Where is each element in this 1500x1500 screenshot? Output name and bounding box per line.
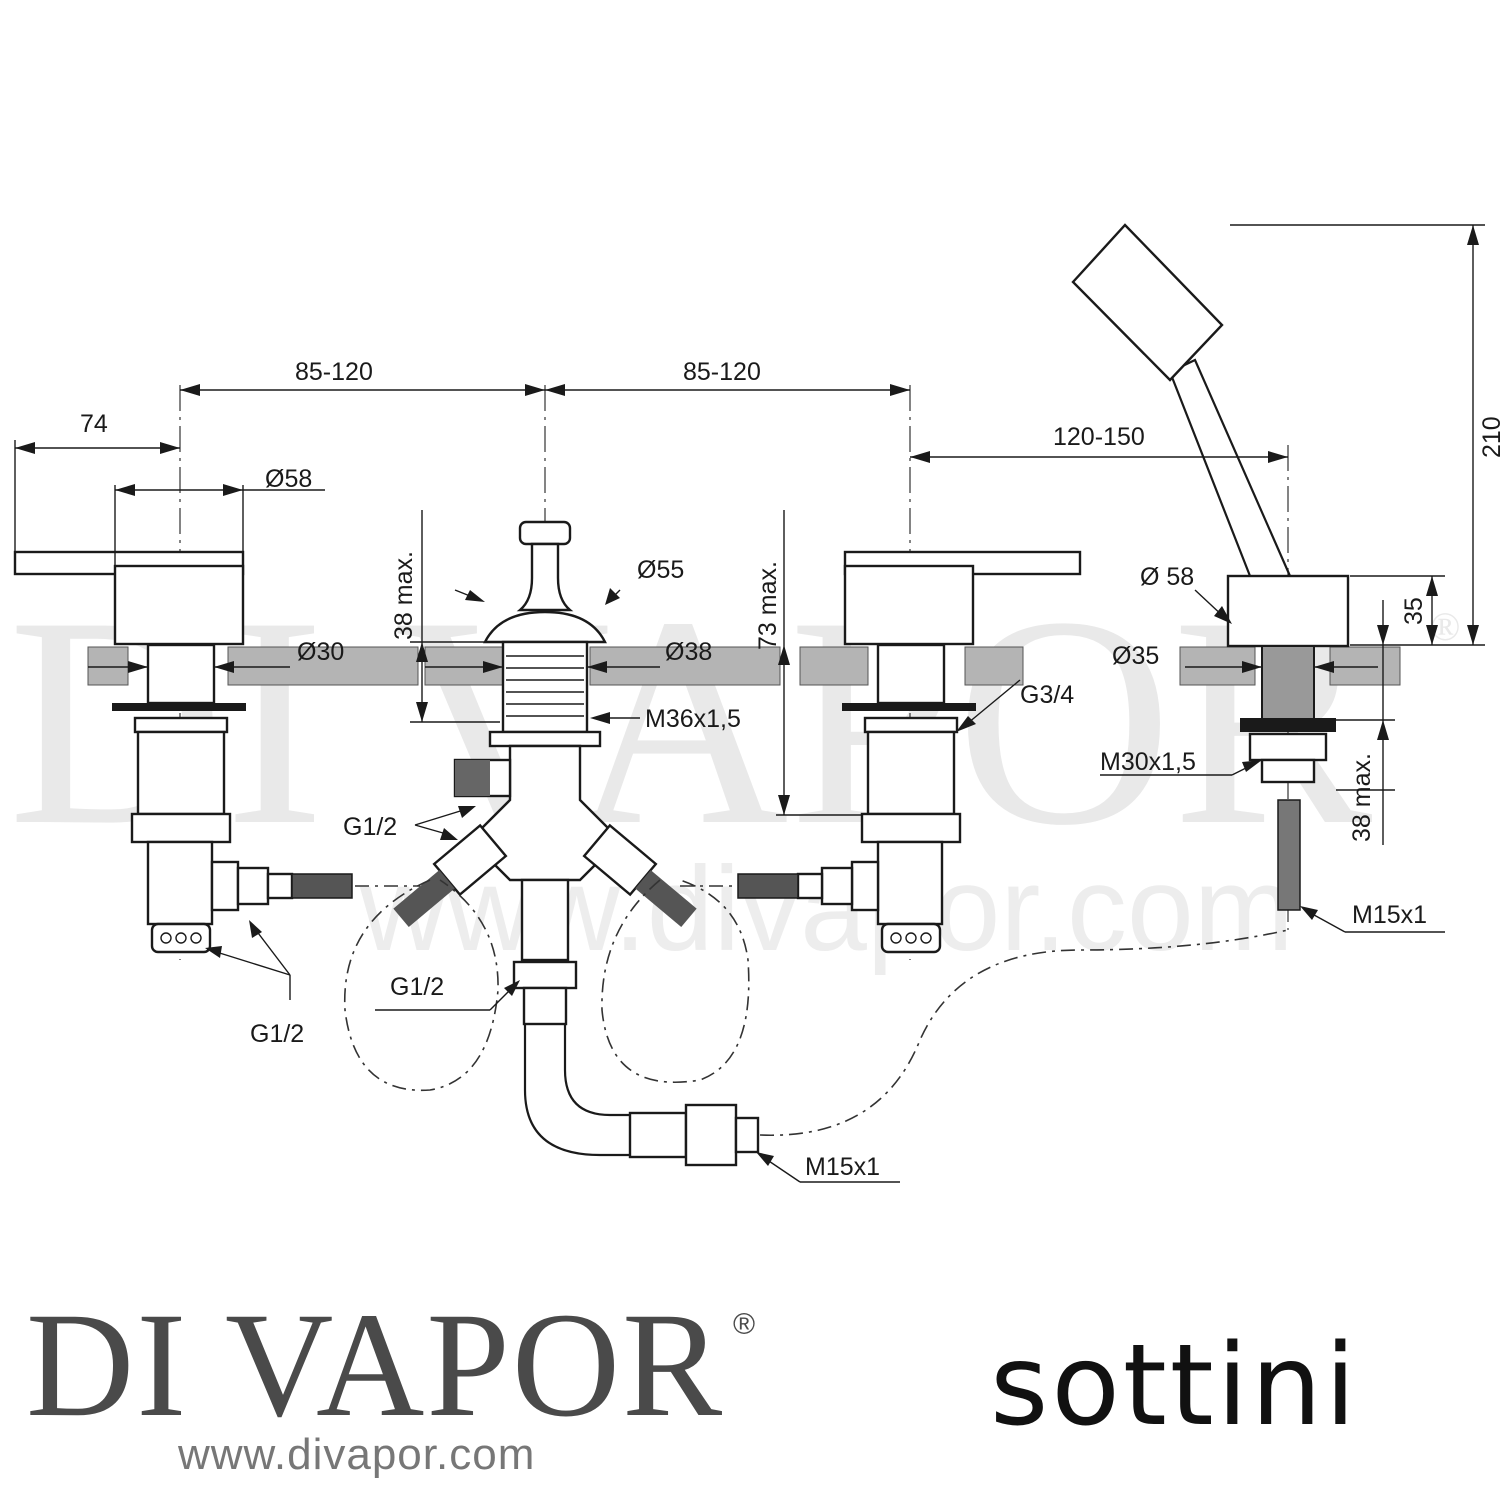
dim-m15-a: M15x1 xyxy=(1352,901,1427,929)
dim-35: 35 xyxy=(1400,597,1428,625)
right-valve xyxy=(737,550,1082,954)
dim-g12-a: G1/2 xyxy=(343,813,397,841)
left-valve xyxy=(13,550,353,954)
dim-m15-b: M15x1 xyxy=(805,1153,880,1181)
dim-m36: M36x1,5 xyxy=(645,705,741,733)
dim-38max-left: 38 max. xyxy=(390,551,418,640)
dim-m30: M30x1,5 xyxy=(1100,748,1196,776)
dim-dia58-right: Ø 58 xyxy=(1140,563,1194,591)
website-url[interactable]: www.divapor.com xyxy=(178,1430,536,1479)
dim-85-120-left: 85-120 xyxy=(295,358,373,386)
dim-g12-b: G1/2 xyxy=(390,973,444,1001)
dim-73max: 73 max. xyxy=(754,561,782,650)
sottini-logo: sottini xyxy=(990,1321,1359,1451)
hoses xyxy=(343,879,1289,1136)
deck-surface xyxy=(87,646,1401,686)
logo-registered-mark: ® xyxy=(733,1308,756,1341)
dimension-labels: 74 85-120 85-120 120-150 210 Ø58 Ø30 Ø55… xyxy=(80,358,1500,1181)
dim-dia58-left: Ø58 xyxy=(265,465,312,493)
dim-g34: G3/4 xyxy=(1020,681,1074,709)
dim-74: 74 xyxy=(80,410,108,438)
central-diverter xyxy=(393,520,760,1167)
hand-shower xyxy=(1071,223,1350,911)
divapor-logo: DI VAPOR xyxy=(26,1282,725,1448)
dimension-lines xyxy=(14,224,1485,1183)
dim-210: 210 xyxy=(1478,416,1500,458)
dim-dia35: Ø35 xyxy=(1112,642,1159,670)
dim-dia38: Ø38 xyxy=(665,638,712,666)
dim-dia55: Ø55 xyxy=(637,556,684,584)
dim-120-150: 120-150 xyxy=(1053,423,1145,451)
dim-dia30: Ø30 xyxy=(297,638,344,666)
dim-g12-c: G1/2 xyxy=(250,1020,304,1048)
dim-85-120-right: 85-120 xyxy=(683,358,761,386)
dim-38max-right: 38 max. xyxy=(1348,753,1376,842)
